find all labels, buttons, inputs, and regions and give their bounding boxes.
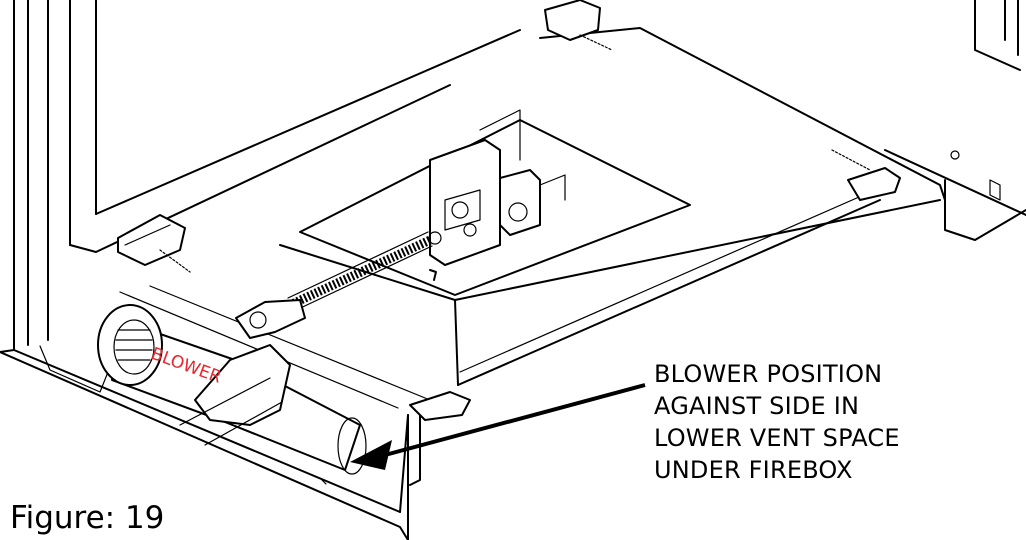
callout-line: LOWER VENT SPACE bbox=[654, 424, 900, 452]
right-bracket bbox=[831, 149, 901, 201]
cabinet-left-wall bbox=[0, 0, 409, 540]
callout-line: AGAINST SIDE IN bbox=[654, 392, 860, 420]
cabinet-right-wall bbox=[884, 0, 1026, 241]
base-pan bbox=[69, 29, 521, 540]
callout-line: BLOWER POSITION bbox=[654, 360, 883, 388]
flexible-gas-line bbox=[235, 231, 433, 339]
top-bracket bbox=[544, 0, 613, 51]
callout-arrow bbox=[350, 383, 646, 470]
left-bracket bbox=[117, 214, 191, 273]
firebox-bottom-panel bbox=[279, 27, 946, 386]
blower-unit: BLOWER bbox=[97, 304, 367, 485]
callout-line: UNDER FIREBOX bbox=[654, 456, 853, 484]
gas-valve-assembly bbox=[428, 109, 566, 281]
callout-text: BLOWER POSITION AGAINST SIDE IN LOWER VE… bbox=[654, 358, 900, 486]
bottom-bracket bbox=[409, 391, 471, 421]
figure-caption: Figure: 19 bbox=[10, 500, 165, 536]
